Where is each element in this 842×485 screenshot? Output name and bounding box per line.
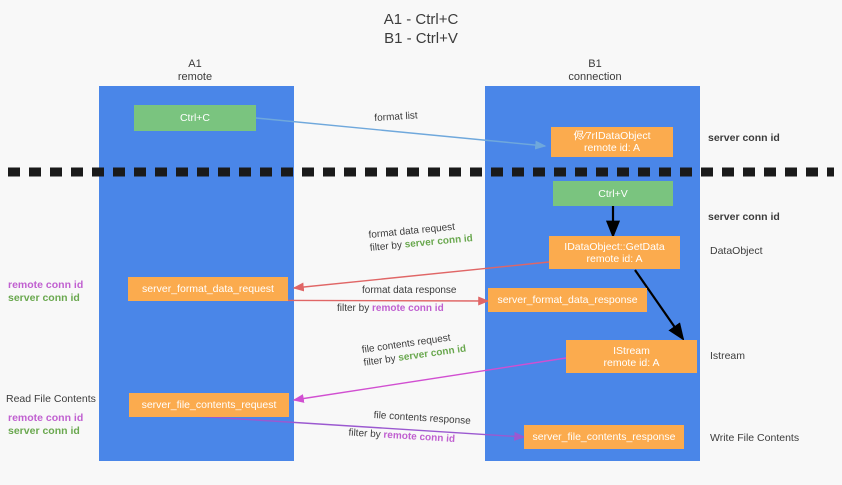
lane-a1-subtitle: remote [177, 71, 213, 83]
annotation-group-top: remote conn id server conn id [8, 279, 83, 305]
flow-label-format-data-request: format data request filter by server con… [368, 219, 473, 255]
flow-label-file-contents-response-text: file contents response [373, 409, 472, 427]
flow-label-format-data-request-prefix: filter by [369, 239, 406, 254]
box-ctrl-v-label: Ctrl+V [598, 187, 628, 200]
box-istream-line2: remote id: A [603, 356, 660, 369]
box-server-file-contents-response-label: server_file_contents_response [532, 431, 676, 443]
annotation-istream: Istream [710, 350, 746, 362]
box-istream[interactable]: IStream remote id: A [566, 340, 697, 373]
annotation-write-file-contents: Write File Contents [710, 432, 800, 444]
flow-label-file-contents-response-prefix: filter by [348, 427, 384, 441]
lane-header-a1: A1 remote [95, 58, 295, 84]
flow-label-format-data-response-prefix: filter by [337, 303, 373, 314]
box-ole-idataobject-line1: 侭⁄7rIDataObject [573, 130, 651, 142]
box-getdata-line2: remote id: A [586, 252, 643, 265]
box-server-format-data-request[interactable]: server_format_data_request [128, 277, 288, 301]
box-ctrl-c[interactable]: Ctrl+C [134, 105, 256, 131]
box-ctrl-v[interactable]: Ctrl+V [553, 181, 673, 206]
annotation-group-top-server: server conn id [8, 292, 80, 304]
box-ctrl-c-label: Ctrl+C [179, 112, 211, 124]
box-server-file-contents-request[interactable]: server_file_contents_request [129, 393, 289, 417]
box-server-file-contents-response[interactable]: server_file_contents_response [524, 425, 684, 449]
annotation-group-bottom: remote conn id server conn id [8, 412, 83, 438]
lane-header-b1: B1 connection [495, 58, 695, 84]
box-server-file-contents-request-label: server_file_contents_request [141, 399, 277, 411]
flow-label-format-list-text: format list [374, 110, 418, 124]
lane-a1-title: A1 [188, 58, 202, 70]
box-ole-idataobject-line2: remote id: A [583, 142, 641, 154]
annotation-group-bottom-remote: remote conn id [8, 412, 84, 424]
box-getdata[interactable]: IDataObject::GetData remote id: A [549, 236, 680, 269]
annotation-server-conn-id-top: server conn id [708, 132, 780, 144]
annotation-server-conn-id-second: server conn id [708, 211, 780, 223]
flow-label-format-data-response-value: remote conn id [372, 303, 444, 314]
flow-label-format-data-response: format data response filter by remote co… [337, 284, 457, 315]
annotation-group-bottom-server: server conn id [8, 425, 80, 437]
box-ole-idataobject[interactable]: 侭⁄7rIDataObject remote id: A [551, 127, 673, 157]
box-server-format-data-request-label: server_format_data_request [142, 283, 274, 295]
flow-label-file-contents-response-value: remote conn id [383, 429, 456, 445]
flow-label-format-data-response-text: format data response [362, 285, 457, 296]
lane-b1-subtitle: connection [568, 71, 622, 83]
lane-b1-title: B1 [588, 58, 602, 70]
flow-label-file-contents-response: file contents response filter by remote … [348, 409, 472, 447]
flow-label-format-list: format list [374, 109, 418, 125]
title-line-2: B1 - Ctrl+V [384, 30, 458, 47]
annotation-read-file-contents: Read File Contents [6, 393, 96, 405]
annotation-group-top-remote: remote conn id [8, 279, 84, 291]
title-line-1: A1 - Ctrl+C [383, 11, 459, 28]
page-title: A1 - Ctrl+C B1 - Ctrl+V [0, 10, 842, 48]
annotation-dataobject: DataObject [710, 245, 763, 257]
box-server-format-data-response-label: server_format_data_response [497, 294, 638, 306]
flow-label-file-contents-request: file contents request filter by server c… [361, 330, 467, 370]
box-server-format-data-response[interactable]: server_format_data_response [488, 288, 647, 312]
box-istream-line1: IStream [613, 344, 650, 357]
box-getdata-line1: IDataObject::GetData [564, 240, 665, 253]
flow-label-file-contents-request-prefix: filter by [362, 352, 400, 369]
